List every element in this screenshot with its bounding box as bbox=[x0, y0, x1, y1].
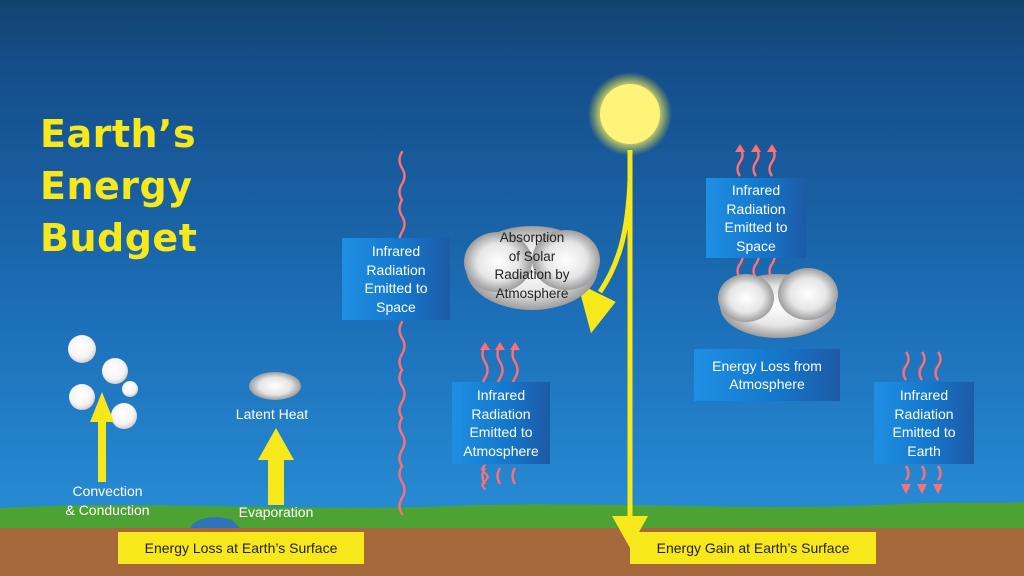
arrowhead-icon bbox=[917, 484, 927, 494]
convection-bubble bbox=[111, 403, 137, 429]
ir-emitted-to-earth-box: Infrared Radiation Emitted to Earth bbox=[874, 382, 974, 464]
ir-emitted-to-atmosphere-box: Infrared Radiation Emitted to Atmosphere bbox=[452, 382, 550, 464]
box-line: Space bbox=[376, 298, 416, 315]
ir-wave bbox=[481, 467, 517, 485]
box-line: Radiation bbox=[894, 405, 954, 422]
arrowhead-icon bbox=[767, 144, 777, 152]
convection-bubble bbox=[122, 381, 138, 397]
evaporation-label: Evaporation bbox=[238, 504, 314, 520]
arrowhead-icon bbox=[751, 144, 761, 152]
arrowhead-icon bbox=[495, 342, 505, 350]
title-line: Earth’s Energy bbox=[40, 112, 197, 208]
solar-absorb-arrow-head bbox=[577, 283, 616, 334]
page-title: Earth’s Energy Budget bbox=[40, 108, 360, 264]
arrowhead-icon bbox=[510, 342, 520, 350]
ir-emitted-to-space-right-box: Infrared Radiation Emitted to Space bbox=[706, 178, 806, 258]
box-line: Radiation bbox=[471, 405, 531, 422]
title-line: Budget bbox=[40, 216, 198, 260]
box-line: Emitted to bbox=[469, 424, 533, 440]
water-edge bbox=[190, 517, 240, 528]
box-line: Emitted to bbox=[364, 280, 428, 296]
box-line: Radiation bbox=[726, 200, 786, 217]
convection-up-arrow bbox=[90, 392, 114, 482]
convection-bubble bbox=[102, 358, 128, 384]
ir-wave-earth-bottom bbox=[904, 465, 942, 481]
latent-heat-cloud bbox=[249, 372, 301, 400]
energy-loss-surface-banner: Energy Loss at Earth’s Surface bbox=[118, 532, 364, 564]
convection-label: Convection & Conduction bbox=[55, 482, 160, 519]
convection-bubble bbox=[68, 335, 96, 363]
atmosphere-cloud bbox=[718, 268, 838, 338]
box-line: Emitted to bbox=[892, 424, 956, 440]
energy-gain-surface-banner: Energy Gain at Earth’s Surface bbox=[630, 532, 876, 564]
ir-wave-top-right bbox=[736, 147, 776, 177]
evaporation-up-arrow bbox=[258, 428, 294, 505]
label-line: Absorption bbox=[499, 230, 565, 245]
ir-wave-earth-top bbox=[902, 351, 942, 381]
solar-absorb-arrow-shaft bbox=[597, 179, 633, 294]
label-line: & Conduction bbox=[65, 501, 150, 518]
label-line: Convection bbox=[72, 483, 143, 499]
box-line: Atmosphere bbox=[729, 376, 805, 392]
sun bbox=[600, 84, 660, 144]
absorption-label: Absorption of Solar Radiation by Atmosph… bbox=[476, 229, 588, 303]
latent-heat-label: Latent Heat bbox=[235, 406, 309, 422]
energy-loss-atmosphere-box: Energy Loss from Atmosphere bbox=[694, 349, 840, 401]
arrowhead-icon bbox=[735, 144, 745, 152]
box-line: Space bbox=[736, 237, 776, 254]
box-line: Infrared bbox=[899, 387, 949, 403]
box-line: Earth bbox=[907, 442, 941, 459]
box-line: Atmosphere bbox=[463, 442, 539, 459]
grass-strip bbox=[0, 502, 1024, 530]
arrowhead-icon bbox=[933, 484, 943, 494]
box-line: Emitted to bbox=[724, 219, 788, 235]
box-line: Radiation bbox=[366, 261, 426, 278]
ir-emitted-to-space-left-box: Infrared Radiation Emitted to Space bbox=[342, 238, 450, 320]
label-line: Atmosphere bbox=[495, 285, 569, 301]
convection-bubble bbox=[69, 384, 95, 410]
arrowhead-icon bbox=[480, 342, 490, 350]
label-line: Radiation by bbox=[494, 267, 570, 282]
arrowhead-icon bbox=[901, 484, 911, 494]
label-line: of Solar bbox=[508, 248, 556, 264]
box-line: Infrared bbox=[731, 182, 781, 198]
absorption-cloud bbox=[464, 226, 600, 310]
box-line: Infrared bbox=[476, 387, 526, 403]
box-line: Energy Loss from bbox=[712, 357, 822, 374]
box-line: Infrared bbox=[371, 243, 421, 259]
